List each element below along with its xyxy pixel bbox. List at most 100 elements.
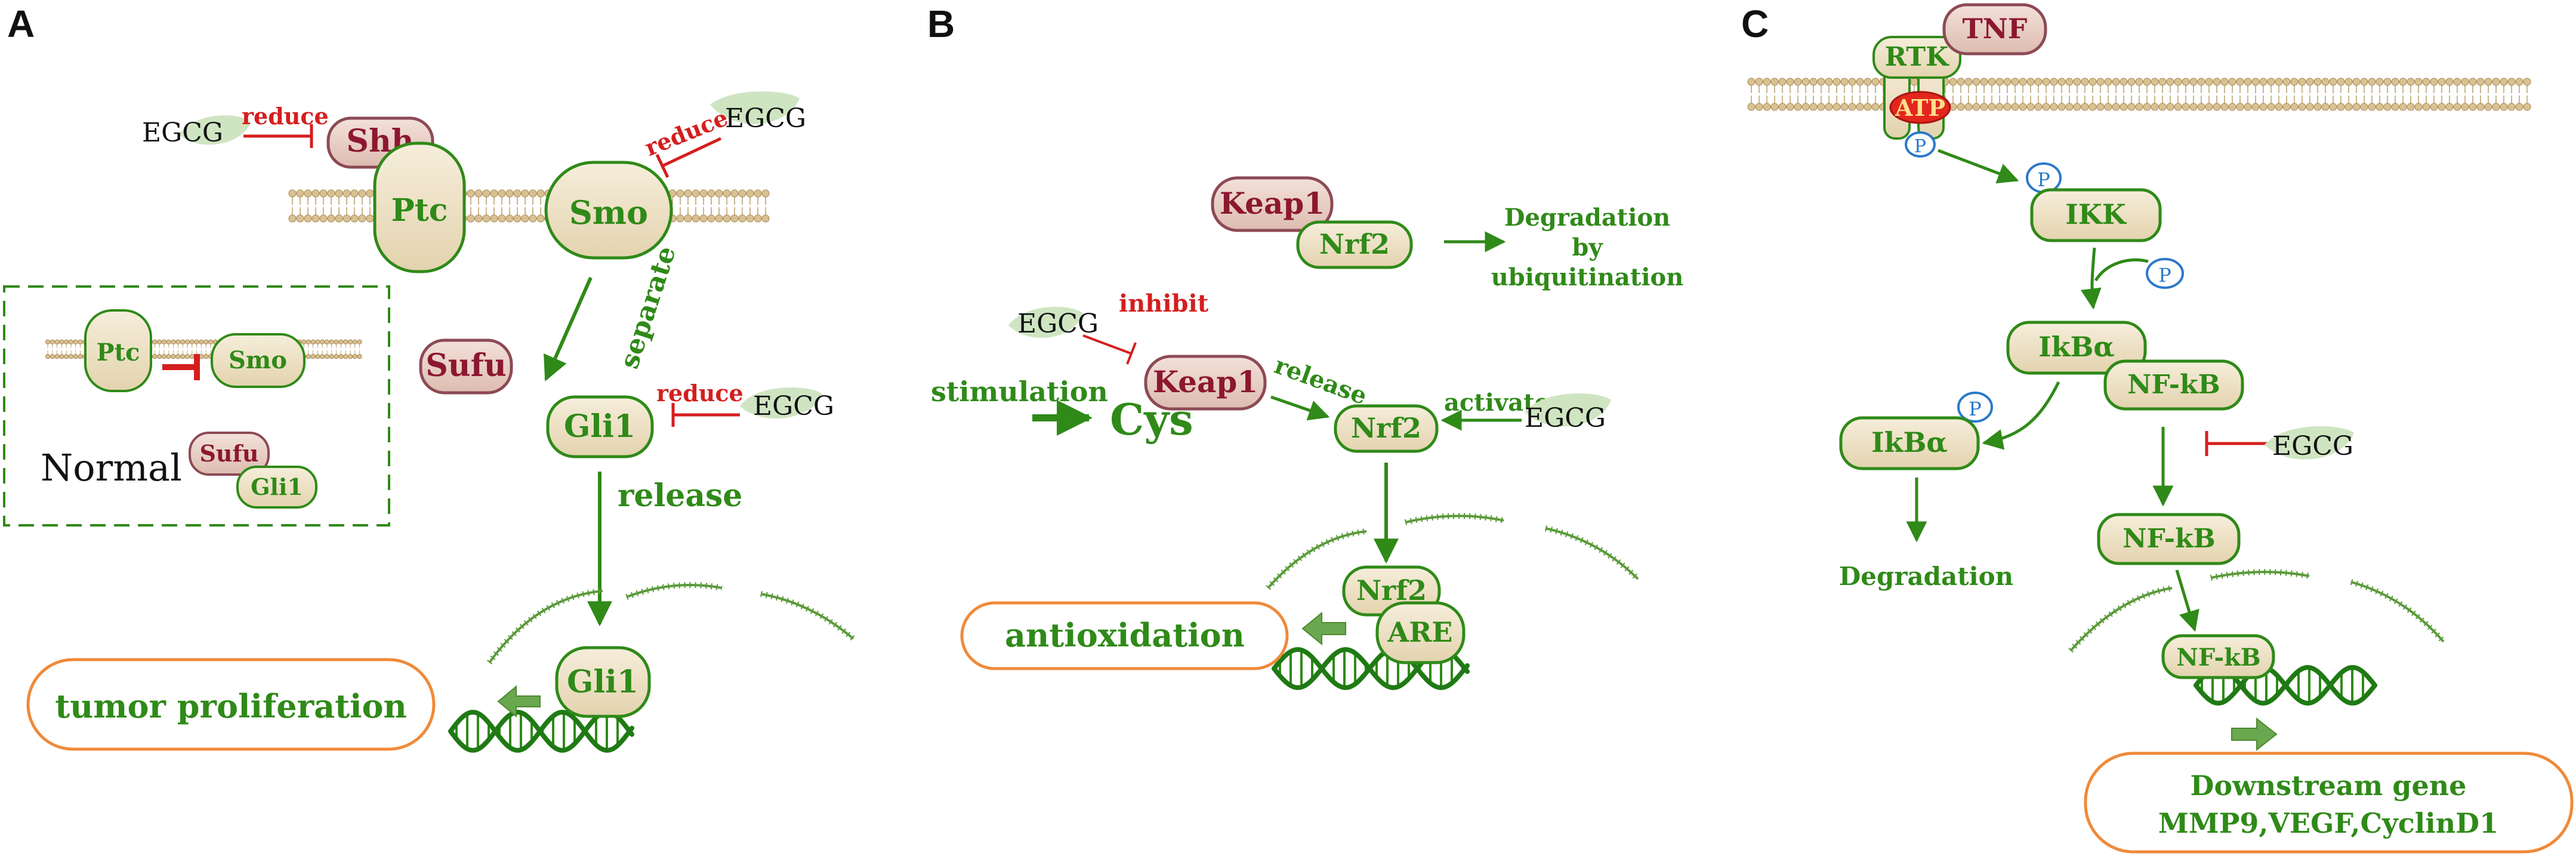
svg-text:P: P	[2158, 264, 2171, 287]
gli1-node	[546, 395, 654, 458]
egcg-leaf-icon	[710, 91, 800, 124]
activation-arrow-icon	[1938, 149, 2019, 184]
egcg-leaf-icon	[1008, 306, 1083, 338]
inset-smo-label: Smo	[229, 346, 287, 374]
sufu-label: Sufu	[425, 347, 507, 384]
egcg-label: EGCG	[142, 118, 223, 148]
ikba-top-label: IkBα	[2038, 331, 2115, 363]
inhibition-arrow-icon	[2205, 431, 2273, 456]
ikk-label: IKK	[2065, 198, 2127, 230]
phosphate-icon: P	[2026, 162, 2062, 193]
nrf2-top-node	[1296, 220, 1413, 269]
svg-text:P: P	[1969, 398, 1982, 420]
reduce-label: reduce	[242, 103, 329, 130]
inhibition-arrow-icon	[671, 403, 740, 427]
ikba-left-label: IkBα	[1871, 426, 1948, 458]
nuclear-membrane	[488, 584, 854, 664]
normal-inset	[3, 285, 390, 527]
egcg-label: EGCG	[1017, 309, 1099, 339]
membrane-icon	[1747, 78, 2531, 111]
are-node	[1375, 601, 1466, 664]
nfkb-top-label: NF-kB	[2127, 370, 2220, 400]
egcg-leaf-icon	[740, 387, 822, 419]
gli1-dna-label: Gli1	[567, 664, 638, 700]
inset-sufu-label: Sufu	[199, 440, 258, 467]
ikba-top-node	[2006, 321, 2147, 375]
separate-label: separate	[614, 242, 682, 372]
phosphate-icon: P	[1957, 392, 1993, 423]
nrf2-node	[1334, 404, 1439, 453]
activation-arrow-icon	[497, 685, 541, 718]
inhibition-arrow-icon	[162, 354, 200, 380]
inset-ptc-node	[84, 309, 152, 392]
tumor-proliferation-box	[26, 658, 436, 751]
activation-arrow-icon	[1982, 381, 2060, 450]
panel-c: RTK TNF ATP P P IKK P IkBα NF-kB	[1747, 3, 2574, 854]
egcg-label: EGCG	[1525, 403, 1606, 433]
are-label: ARE	[1387, 616, 1453, 648]
nrf2-label: Nrf2	[1351, 412, 1421, 444]
keap1-top-label: Keap1	[1220, 186, 1325, 221]
egcg-label: EGCG	[2272, 431, 2353, 461]
rtk-node	[1872, 36, 1961, 79]
nfkb-top-node	[2103, 359, 2244, 411]
inhibition-arrow-icon	[1082, 334, 1137, 365]
ikk-node	[2030, 188, 2162, 242]
membrane-icon	[288, 189, 770, 223]
tnf-label: TNF	[1963, 13, 2028, 45]
downstream-gene-list: MMP9,VEGF,CyclinD1	[2158, 807, 2498, 839]
egcg-leaf-icon	[2265, 426, 2354, 460]
gli1-dna-node	[555, 646, 651, 718]
dna-helix-icon	[448, 709, 634, 753]
inhibit-label: inhibit	[1119, 290, 1209, 318]
phosphate-icon: P	[1905, 131, 1936, 158]
stimulation-label: stimulation	[931, 375, 1108, 408]
inhibition-arrow-icon	[655, 137, 722, 178]
release-label: release	[618, 478, 742, 514]
atp-label: ATP	[1895, 94, 1945, 121]
nuclear-membrane	[1267, 515, 1639, 589]
phosphate-icon: P	[2146, 258, 2184, 289]
inhibition-arrow-icon	[243, 124, 313, 148]
nfkb-dna-node	[2161, 634, 2275, 679]
activation-arrow-icon	[544, 276, 593, 381]
svg-text:P: P	[2037, 168, 2050, 191]
degradation-label: ubiquitination	[1491, 263, 1684, 291]
activation-arrow-icon	[1270, 395, 1330, 421]
ptc-node	[373, 141, 466, 273]
nfkb-mid-label: NF-kB	[2122, 524, 2215, 554]
inset-ptc-label: Ptc	[97, 338, 140, 367]
activation-arrow-icon	[2080, 247, 2102, 310]
gli1-label: Gli1	[564, 408, 635, 445]
inset-gli1-label: Gli1	[251, 473, 303, 500]
egcg-label: EGCG	[753, 391, 834, 421]
downstream-gene-label: Downstream gene	[2191, 769, 2467, 802]
panel-b-letter: B	[927, 2, 955, 45]
sufu-node	[419, 338, 513, 395]
degradation-label: by	[1572, 233, 1603, 261]
svg-text:P: P	[1914, 136, 1926, 157]
atp-node	[1889, 91, 1951, 124]
normal-label: Normal	[41, 446, 182, 489]
degradation-label: Degradation	[1839, 562, 2013, 591]
smo-label: Smo	[569, 193, 648, 232]
inset-smo-node	[211, 333, 306, 388]
reduce-label: reduce	[641, 104, 732, 161]
nfkb-mid-node	[2097, 513, 2241, 565]
reduce-label: reduce	[656, 380, 744, 407]
smo-node	[544, 161, 673, 260]
nrf2-top-label: Nrf2	[1319, 228, 1390, 260]
nuclear-membrane	[2068, 569, 2446, 653]
ptc-label: Ptc	[391, 192, 448, 229]
panel-b: Keap1 Nrf2 Degradation by ubiquitination…	[931, 176, 1684, 691]
keap1-node	[1144, 355, 1267, 411]
panel-a-letter: A	[7, 2, 35, 45]
inset-gli1-node	[236, 466, 317, 509]
antioxidation-box	[960, 601, 1289, 670]
antioxidation-label: antioxidation	[1005, 616, 1245, 654]
nrf2-dna-label: Nrf2	[1356, 574, 1427, 606]
inset-sufu-node	[189, 432, 270, 476]
nuclear-membrane	[1266, 513, 1640, 590]
